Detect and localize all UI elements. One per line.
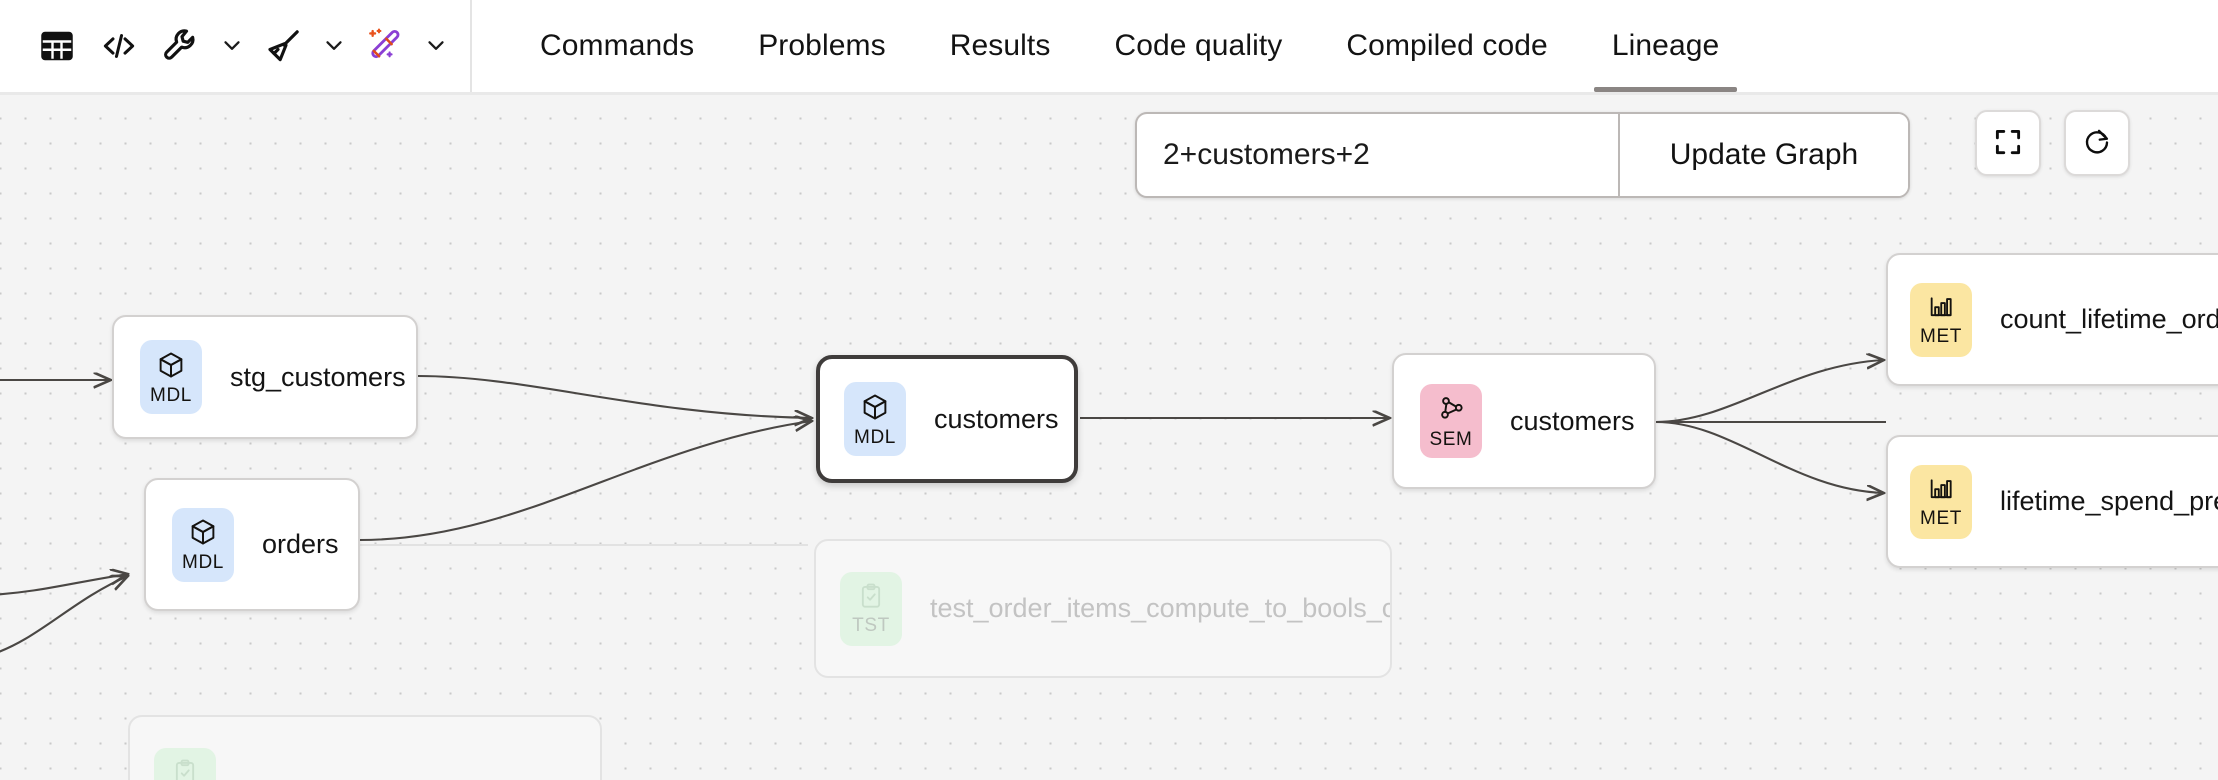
- lineage-canvas[interactable]: MDL stg_customers MDL orders: [0, 95, 2218, 780]
- edge-stg-to-customers: [417, 374, 812, 418]
- tab-problems[interactable]: Problems: [726, 0, 918, 92]
- tab-compiled-code[interactable]: Compiled code: [1314, 0, 1579, 92]
- graph-node-test-order-items[interactable]: TST test_order_items_compute_to_bools_co…: [814, 539, 1392, 678]
- badge-mdl: MDL: [172, 507, 234, 582]
- badge-met: MET: [1910, 282, 1972, 357]
- edge-orders-to-customers: [359, 421, 812, 542]
- code-icon: [100, 27, 138, 65]
- tab-code-quality[interactable]: Code quality: [1082, 0, 1314, 92]
- tab-results[interactable]: Results: [918, 0, 1083, 92]
- wrench-icon: [161, 26, 201, 66]
- graph-node-orders[interactable]: MDL orders: [144, 478, 360, 611]
- badge-tst: TST: [154, 747, 216, 780]
- badge-label: TST: [852, 615, 890, 636]
- clipboard-check-icon: [171, 758, 199, 780]
- broom-icon: [263, 26, 303, 66]
- badge-label: MDL: [854, 426, 896, 448]
- broom-chevron-down-icon-button[interactable]: [314, 15, 354, 77]
- magic-wand-icon-button[interactable]: [354, 15, 416, 77]
- graph-search-input[interactable]: [1137, 114, 1618, 196]
- update-graph-button[interactable]: Update Graph: [1618, 114, 1908, 196]
- node-label: orders: [262, 529, 339, 560]
- chevron-down-icon: [423, 32, 449, 61]
- chevron-down-icon: [321, 32, 347, 61]
- node-label: count_lifetime_orders: [2000, 304, 2218, 335]
- badge-mdl: MDL: [140, 340, 202, 414]
- editor-toolbar: [0, 0, 472, 92]
- node-label: customers: [1510, 405, 1635, 436]
- graph-node-customers-mdl[interactable]: MDL customers: [816, 355, 1078, 483]
- code-icon-button[interactable]: [88, 15, 150, 77]
- graph-node-customers-sem[interactable]: SEM customers: [1392, 353, 1656, 489]
- graph-node-stg-customers[interactable]: MDL stg_customers: [112, 315, 418, 439]
- badge-tst: TST: [840, 571, 902, 646]
- cube-icon: [188, 517, 218, 552]
- broom-icon-button[interactable]: [252, 15, 314, 77]
- magic-chevron-down-icon-button[interactable]: [416, 15, 456, 77]
- table-icon: [39, 28, 75, 64]
- edge-in-orders-b: [0, 576, 128, 653]
- wrench-icon-button[interactable]: [150, 15, 212, 77]
- edge-sem-to-met2: [1655, 420, 1884, 493]
- badge-label: SEM: [1429, 428, 1473, 450]
- tab-commands[interactable]: Commands: [508, 0, 726, 92]
- magic-wand-icon: [366, 27, 404, 65]
- cube-icon: [860, 392, 890, 427]
- fit-view-button[interactable]: [1975, 110, 2041, 176]
- graph-node-count-lifetime-orders[interactable]: MET count_lifetime_orders: [1886, 253, 2218, 386]
- fit-view-icon: [1993, 127, 2023, 160]
- bar-chart-icon: [1927, 475, 1955, 508]
- graph-search-group: Update Graph: [1135, 112, 1910, 198]
- main-tabs: Commands Problems Results Code quality C…: [472, 0, 1751, 92]
- clipboard-check-icon: [857, 582, 885, 615]
- node-label: stg_customers: [230, 361, 406, 392]
- refresh-icon: [2082, 127, 2112, 160]
- node-label: test_order_items_compute_to_bools_correc…: [930, 593, 1390, 624]
- chevron-down-icon: [219, 32, 245, 61]
- badge-mdl: MDL: [844, 382, 906, 456]
- wrench-chevron-down-icon-button[interactable]: [212, 15, 252, 77]
- badge-met: MET: [1910, 464, 1972, 539]
- cube-icon: [156, 350, 186, 385]
- edge-in-orders-a: [0, 574, 128, 596]
- table-icon-button[interactable]: [26, 15, 88, 77]
- badge-label: MET: [1920, 326, 1962, 347]
- node-label: lifetime_spend_pretax: [2000, 486, 2218, 517]
- bar-chart-icon: [1927, 293, 1955, 326]
- graph-nodes-icon: [1436, 394, 1466, 429]
- badge-label: MDL: [150, 384, 192, 406]
- edge-sem-to-met1: [1655, 360, 1884, 424]
- tab-lineage[interactable]: Lineage: [1580, 0, 1751, 92]
- canvas-controls: [1975, 110, 2130, 176]
- badge-sem: SEM: [1420, 384, 1482, 458]
- badge-label: MDL: [182, 552, 224, 573]
- node-label: customers: [934, 403, 1059, 434]
- refresh-button[interactable]: [2064, 110, 2130, 176]
- app-header: Commands Problems Results Code quality C…: [0, 0, 2218, 95]
- badge-label: MET: [1920, 508, 1962, 529]
- graph-node-lifetime-spend-pretax[interactable]: MET lifetime_spend_pretax: [1886, 435, 2218, 568]
- graph-node-test-partial[interactable]: TST: [128, 715, 602, 780]
